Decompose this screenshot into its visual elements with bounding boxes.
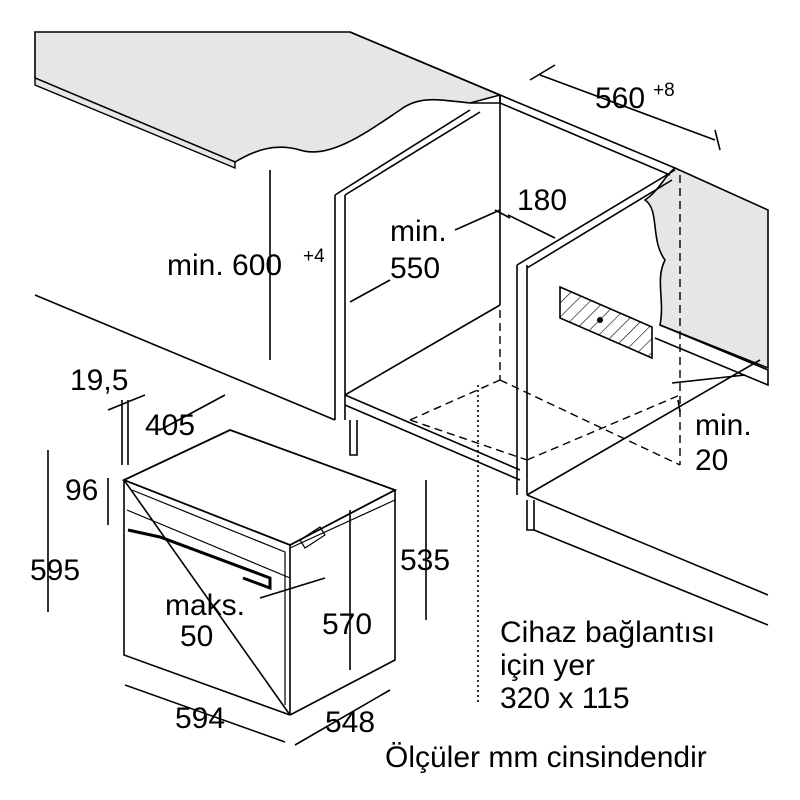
opening-180-label: 180 <box>517 184 567 217</box>
niche-width-tolerance: +8 <box>653 80 675 101</box>
side-min-label: min. <box>695 409 752 442</box>
height-min-label: min. 600 <box>167 249 282 282</box>
dimension-lines <box>47 64 746 746</box>
connection-note-line1: Cihaz bağlantısı <box>500 616 715 649</box>
units-note: Ölçüler mm cinsindendir <box>385 741 707 774</box>
cabinet-left <box>34 109 521 481</box>
countertop-right <box>643 167 769 387</box>
height-min-tolerance: +4 <box>303 246 325 267</box>
niche-width-label: 560 <box>595 82 645 115</box>
width-594-label: 594 <box>175 702 225 735</box>
height-96-label: 96 <box>65 474 98 507</box>
height-535-label: 535 <box>400 544 450 577</box>
front-19-5-label: 19,5 <box>70 364 128 397</box>
gap-maks-value: 50 <box>180 620 213 653</box>
connection-note-line3: 320 x 115 <box>500 682 630 715</box>
oven <box>121 429 398 716</box>
depth-548-label: 548 <box>325 706 375 739</box>
connection-area <box>477 285 653 705</box>
countertop-left <box>34 31 503 170</box>
side-min-value: 20 <box>695 444 728 477</box>
connection-note-line2: için yer <box>500 649 595 682</box>
height-570-label: 570 <box>322 608 372 641</box>
cabinet-right <box>409 169 769 626</box>
depth-min-label: min. <box>390 215 447 248</box>
depth-min-value: 550 <box>390 252 440 285</box>
depth-405-label: 405 <box>145 409 195 442</box>
gap-maks-label: maks. <box>165 589 245 622</box>
height-595-label: 595 <box>30 554 80 587</box>
